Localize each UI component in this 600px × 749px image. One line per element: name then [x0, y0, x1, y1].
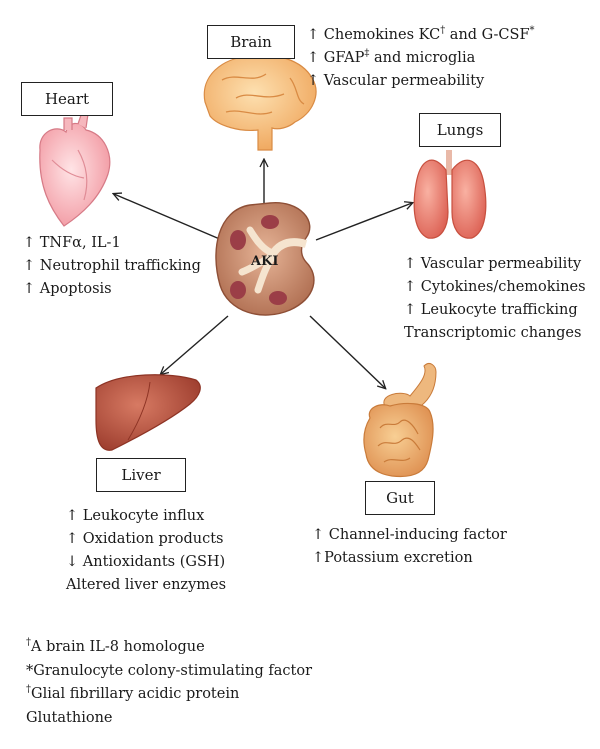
heart-effect: ↑ Apoptosis [23, 281, 112, 297]
brain-icon [203, 54, 317, 151]
heart-effect: ↑ TNFα, IL-1 [23, 235, 121, 251]
arrow-to-lungs [315, 203, 412, 241]
liver-effect: ↑ Leukocyte influx [66, 508, 205, 524]
footnote: *Granulocyte colony-stimulating factor [26, 662, 313, 679]
liver-effect: ↓ Antioxidants (GSH) [66, 554, 226, 570]
footnote: †Glial fibrillary acidic protein [26, 684, 240, 702]
liver-effect: Altered liver enzymes [66, 577, 227, 593]
brain-label: Brain [207, 25, 295, 59]
arrow-to-gut [309, 315, 385, 388]
footnote: Glutathione [26, 709, 113, 726]
heart-icon [39, 111, 111, 227]
brain-effects: ↑ Chemokines KC† and G-CSF* ↑ GFAP‡ and … [307, 24, 535, 93]
arrow-to-liver [161, 315, 229, 374]
brain-effect: ↑ Chemokines KC† and G-CSF* [307, 25, 535, 43]
heart-effects: ↑ TNFα, IL-1 ↑ Neutrophil trafficking ↑ … [23, 232, 201, 301]
brain-effect: ↑ Vascular permeability [307, 73, 485, 89]
arrow-to-heart [114, 194, 223, 241]
gut-effect: ↑Potassium excretion [312, 550, 473, 566]
liver-label: Liver [96, 458, 186, 492]
lungs-effect: Transcriptomic changes [404, 325, 582, 341]
lungs-effect: ↑ Leukocyte trafficking [404, 302, 578, 318]
gut-label: Gut [365, 481, 435, 515]
lungs-effects: ↑ Vascular permeability ↑ Cytokines/chem… [404, 253, 586, 345]
lungs-effect: ↑ Vascular permeability [404, 256, 582, 272]
liver-effects: ↑ Leukocyte influx ↑ Oxidation products … [66, 505, 226, 597]
gut-icon [363, 363, 437, 478]
footnote: †A brain IL-8 homologue [26, 637, 205, 655]
lungs-effect: ↑ Cytokines/chemokines [404, 279, 586, 295]
lungs-icon [413, 150, 487, 239]
liver-effect: ↑ Oxidation products [66, 531, 224, 547]
gut-effects: ↑ Channel-inducing factor ↑Potassium exc… [312, 524, 507, 570]
gut-effect: ↑ Channel-inducing factor [312, 527, 507, 543]
liver-icon [95, 374, 201, 451]
brain-effect: ↑ GFAP‡ and microglia [307, 48, 476, 66]
heart-effect: ↑ Neutrophil trafficking [23, 258, 201, 274]
lungs-label: Lungs [419, 113, 501, 147]
footnotes: †A brain IL-8 homologue *Granulocyte col… [26, 636, 312, 730]
aki-label: AKI [251, 254, 279, 269]
heart-label: Heart [21, 82, 113, 116]
kidney-icon [215, 202, 315, 316]
